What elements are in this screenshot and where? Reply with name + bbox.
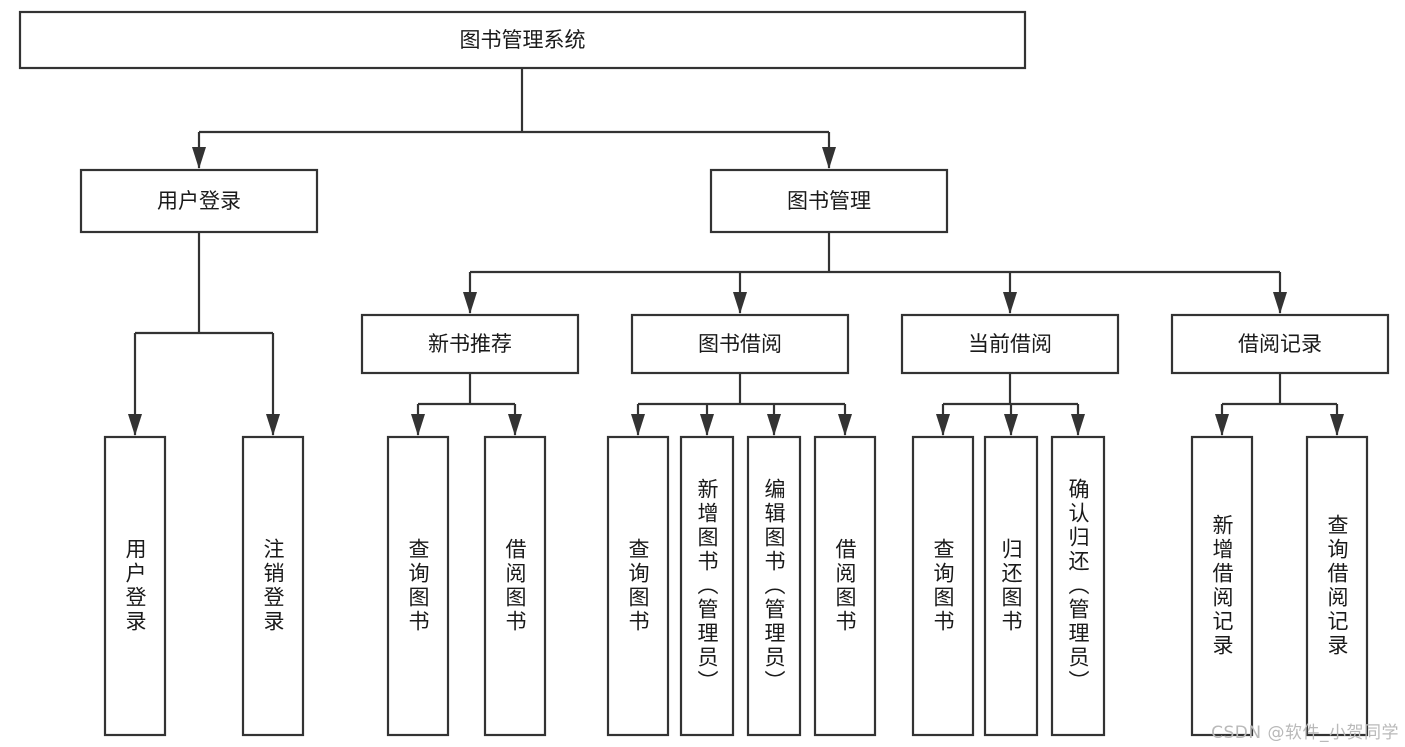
node-box xyxy=(709,168,949,234)
arrow-head-icon xyxy=(128,414,142,436)
node-label: 归还图书 xyxy=(999,538,1023,634)
node-box xyxy=(103,435,167,737)
arrow-head-icon xyxy=(936,414,950,436)
node-leaf-8[interactable]: 查询图书 xyxy=(911,435,975,737)
node-label: 新书推荐 xyxy=(428,332,512,356)
node-box xyxy=(679,435,735,737)
node-label: 图书借阅 xyxy=(698,332,782,356)
node-box xyxy=(911,435,975,737)
node-label: 新增借阅记录 xyxy=(1210,514,1234,658)
node-leaf-5[interactable]: 新增图书（管理员） xyxy=(679,435,735,737)
node-label: 图书管理系统 xyxy=(460,28,586,52)
node-label: 编辑图书（管理员） xyxy=(762,478,786,694)
csdn-watermark: CSDN @软件_小贺同学 xyxy=(1211,723,1399,743)
node-label: 用户登录 xyxy=(157,189,241,213)
node-box xyxy=(983,435,1039,737)
node-level2-0[interactable]: 用户登录 xyxy=(79,168,319,234)
node-label: 查询图书 xyxy=(626,538,650,634)
node-box xyxy=(1305,435,1369,737)
arrow-head-icon xyxy=(838,414,852,436)
node-box xyxy=(241,435,305,737)
arrow-head-icon xyxy=(733,292,747,314)
arrow-head-icon xyxy=(192,147,206,169)
node-box xyxy=(606,435,670,737)
node-leaf-12[interactable]: 查询借阅记录 xyxy=(1305,435,1369,737)
node-box xyxy=(79,168,319,234)
node-level3-0[interactable]: 新书推荐 xyxy=(360,313,580,375)
node-leaf-3[interactable]: 借阅图书 xyxy=(483,435,547,737)
arrow-head-icon xyxy=(631,414,645,436)
node-leaf-0[interactable]: 用户登录 xyxy=(103,435,167,737)
arrow-head-icon xyxy=(1004,414,1018,436)
node-label: 当前借阅 xyxy=(968,332,1052,356)
node-label: 查询借阅记录 xyxy=(1325,514,1349,658)
node-label: 查询图书 xyxy=(931,538,955,634)
node-label: 用户登录 xyxy=(123,538,147,634)
node-box xyxy=(813,435,877,737)
node-label: 借阅图书 xyxy=(503,538,527,634)
arrow-head-icon xyxy=(508,414,522,436)
node-level3-3[interactable]: 借阅记录 xyxy=(1170,313,1390,375)
node-label: 查询图书 xyxy=(406,538,430,634)
node-label: 图书管理 xyxy=(787,189,871,213)
arrow-head-icon xyxy=(463,292,477,314)
node-box xyxy=(900,313,1120,375)
node-box xyxy=(386,435,450,737)
node-box xyxy=(483,435,547,737)
node-leaf-7[interactable]: 借阅图书 xyxy=(813,435,877,737)
arrow-head-icon xyxy=(1273,292,1287,314)
arrow-head-icon xyxy=(822,147,836,169)
node-box xyxy=(18,10,1027,70)
arrow-head-icon xyxy=(700,414,714,436)
node-label: 注销登录 xyxy=(261,538,285,634)
arrow-head-icon xyxy=(1215,414,1229,436)
node-level3-2[interactable]: 当前借阅 xyxy=(900,313,1120,375)
arrow-head-icon xyxy=(411,414,425,436)
node-root-图书管理系统[interactable]: 图书管理系统 xyxy=(18,10,1027,70)
node-box xyxy=(746,435,802,737)
node-leaf-9[interactable]: 归还图书 xyxy=(983,435,1039,737)
node-box xyxy=(630,313,850,375)
node-box xyxy=(1170,313,1390,375)
arrow-head-icon xyxy=(767,414,781,436)
node-leaf-2[interactable]: 查询图书 xyxy=(386,435,450,737)
node-level2-1[interactable]: 图书管理 xyxy=(709,168,949,234)
connector-layer xyxy=(128,68,1344,436)
node-leaf-11[interactable]: 新增借阅记录 xyxy=(1190,435,1254,737)
node-layer: 图书管理系统用户登录图书管理新书推荐图书借阅当前借阅借阅记录用户登录注销登录查询… xyxy=(18,10,1390,737)
node-leaf-10[interactable]: 确认归还（管理员） xyxy=(1050,435,1106,737)
node-label: 确认归还（管理员） xyxy=(1066,478,1090,694)
node-box xyxy=(1190,435,1254,737)
node-leaf-1[interactable]: 注销登录 xyxy=(241,435,305,737)
arrow-head-icon xyxy=(266,414,280,436)
arrow-head-icon xyxy=(1003,292,1017,314)
node-label: 借阅记录 xyxy=(1238,332,1322,356)
node-box xyxy=(1050,435,1106,737)
node-label: 新增图书（管理员） xyxy=(695,478,719,694)
node-leaf-6[interactable]: 编辑图书（管理员） xyxy=(746,435,802,737)
arrow-head-icon xyxy=(1071,414,1085,436)
node-level3-1[interactable]: 图书借阅 xyxy=(630,313,850,375)
arrow-head-icon xyxy=(1330,414,1344,436)
node-label: 借阅图书 xyxy=(833,538,857,634)
node-leaf-4[interactable]: 查询图书 xyxy=(606,435,670,737)
node-box xyxy=(360,313,580,375)
